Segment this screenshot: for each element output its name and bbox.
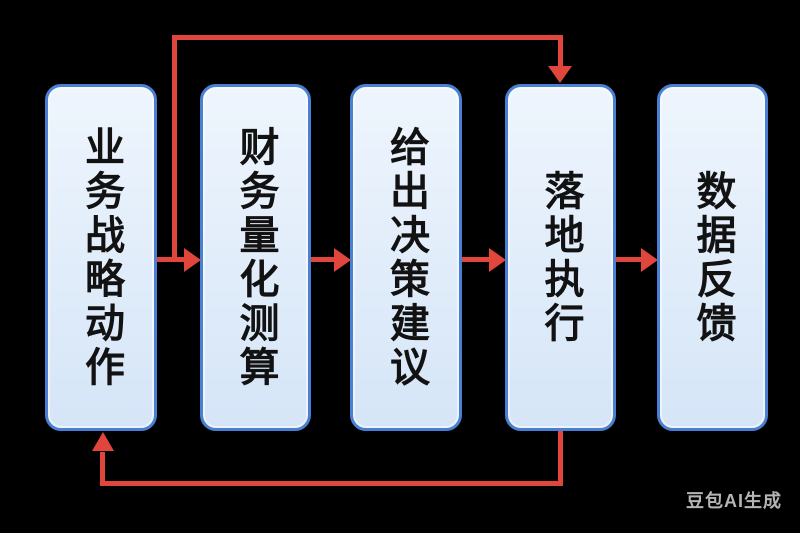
arrow-strategy-to-financial-shaft [157,257,185,262]
arrowhead-right-icon [489,248,506,272]
flow-box-data-feedback-label: 数据反馈 [690,169,735,346]
flow-box-business-strategy: 业务战略动作 [45,84,157,431]
arrowhead-right-icon [641,248,658,272]
arrowhead-down-icon [548,66,572,83]
arrowhead-up-icon [92,432,114,451]
feedback-bottom-right-vertical-segment [558,431,563,486]
flow-box-decision-recommendation-label: 给出决策建议 [384,125,428,390]
feedback-top-horizontal-segment [172,35,563,40]
arrow-financial-to-decision-shaft [311,257,335,262]
flow-box-business-strategy-label: 业务战略动作 [79,125,123,390]
arrow-decision-to-implementation-shaft [462,257,490,262]
flow-box-financial-calculation: 财务量化测算 [200,84,311,431]
arrowhead-right-icon [334,248,351,272]
flow-box-data-feedback: 数据反馈 [657,84,768,431]
flow-box-implementation: 落地执行 [505,84,616,431]
feedback-top-right-vertical-segment [558,35,563,67]
arrow-implementation-to-feedback-shaft [616,257,642,262]
feedback-top-left-vertical-segment [172,35,177,260]
arrowhead-right-icon [184,248,201,272]
feedback-bottom-horizontal-segment [100,481,563,486]
flow-box-financial-calculation-label: 财务量化测算 [233,125,278,390]
feedback-bottom-left-vertical-segment [100,452,105,486]
flow-box-decision-recommendation: 给出决策建议 [350,84,462,431]
flow-box-implementation-label: 落地执行 [538,169,583,346]
watermark: 豆包AI生成 [686,491,782,511]
